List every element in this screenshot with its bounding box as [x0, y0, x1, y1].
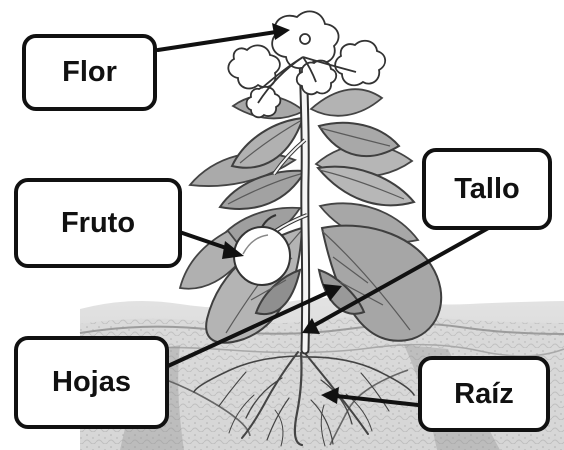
label-hojas: Hojas	[14, 336, 169, 429]
label-tallo: Tallo	[422, 148, 552, 230]
label-fruto: Fruto	[14, 178, 182, 268]
label-raiz: Raíz	[418, 356, 550, 432]
label-raiz-text: Raíz	[454, 380, 514, 409]
label-flor-text: Flor	[62, 58, 117, 87]
label-flor: Flor	[22, 34, 157, 111]
label-fruto-text: Fruto	[61, 209, 135, 238]
label-hojas-text: Hojas	[52, 368, 131, 397]
label-tallo-text: Tallo	[454, 175, 520, 204]
